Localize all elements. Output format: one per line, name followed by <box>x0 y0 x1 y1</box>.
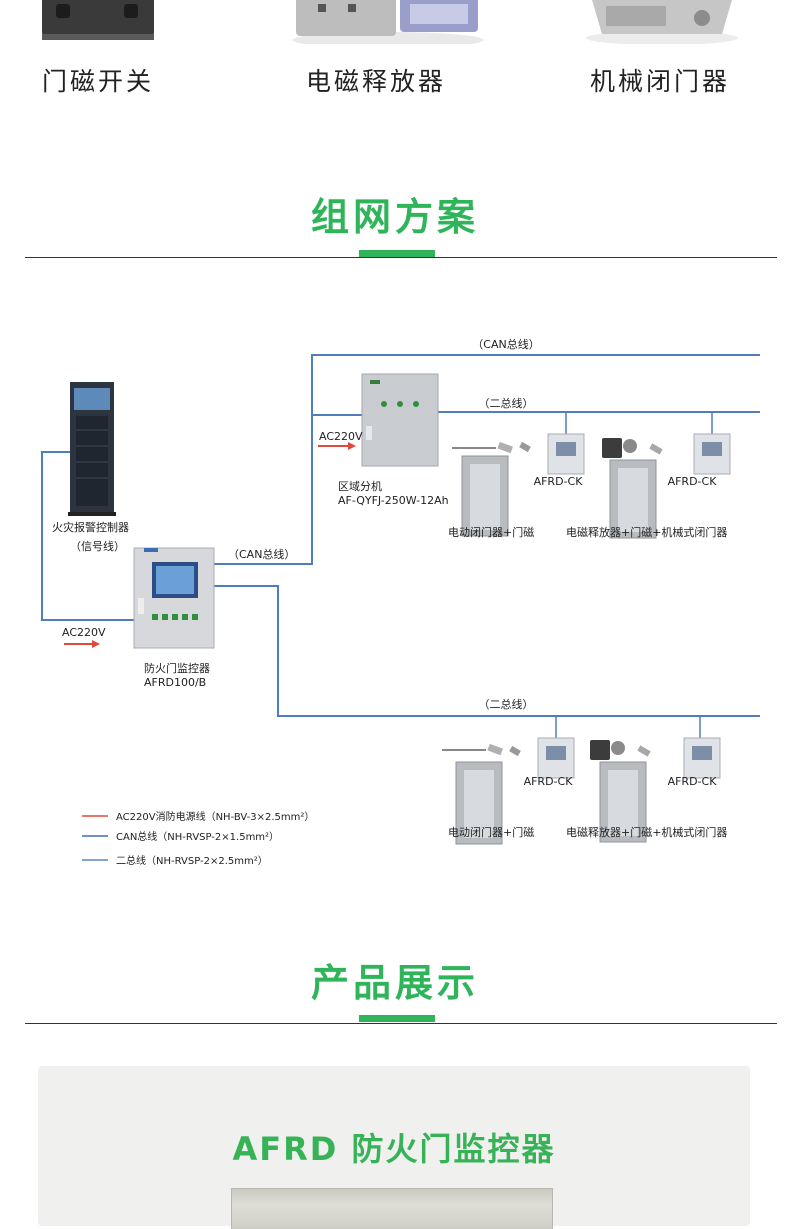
product-label-mechanical-closer: 机械闭门器 <box>590 67 731 96</box>
label-can-bus-top: （CAN总线） <box>472 337 539 351</box>
electromagnetic-release-image <box>288 0 488 44</box>
label-sub-unit-name: 区域分机 <box>338 479 382 493</box>
monitor-box <box>133 547 215 649</box>
label-door-a-top: 电动闭门器+门磁 <box>448 525 534 539</box>
label-afrd-ck-2: AFRD-CK <box>668 475 718 488</box>
section-divider-accent <box>359 250 435 257</box>
label-afrd-ck-3: AFRD-CK <box>524 775 574 788</box>
label-fire-alarm-sub: （信号线） <box>70 539 125 553</box>
label-door-b-top: 电磁释放器+门磁+机械式闭门器 <box>566 525 727 539</box>
can-bus-lines <box>41 354 760 717</box>
device-drop-lines <box>555 412 713 738</box>
ac-arrow-monitor <box>64 640 100 648</box>
door-group-a-bottom <box>442 737 575 845</box>
label-monitor-model: AFRD100/B <box>144 676 206 689</box>
door-group-a-top <box>452 433 585 537</box>
product-label-door-magnet: 门磁开关 <box>42 67 155 96</box>
label-fire-alarm-name: 火灾报警控制器 <box>52 520 129 534</box>
product-label-electromagnetic-release: 电磁释放器 <box>306 67 447 96</box>
door-group-b-top <box>602 433 731 539</box>
fire-alarm-cabinet <box>68 382 116 516</box>
door-group-b-bottom <box>590 737 721 843</box>
monitor-device-image <box>231 1188 553 1229</box>
section-title-network: 组网方案 <box>310 195 479 239</box>
product-card: AFRD 防火门监控器 <box>38 1066 750 1229</box>
network-diagram: （CAN总线） （二总线） AC220V 区域分机 AF-QYFJ-250W-1… <box>41 337 760 867</box>
legend-label-can: CAN总线（NH-RVSP-2×1.5mm²） <box>116 830 279 843</box>
label-afrd-ck-1: AFRD-CK <box>534 475 584 488</box>
mechanical-door-closer-image <box>582 0 742 44</box>
section-title-display: 产品展示 <box>310 961 479 1005</box>
legend-label-two-bus: 二总线（NH-RVSP-2×2.5mm²） <box>116 854 268 867</box>
door-magnet-switch-image <box>38 0 158 44</box>
label-ac220v-sub: AC220V <box>319 430 363 443</box>
label-door-b-bottom: 电磁释放器+门磁+机械式闭门器 <box>566 825 727 839</box>
label-monitor-name: 防火门监控器 <box>144 661 210 675</box>
product-card-title: AFRD 防火门监控器 <box>232 1130 556 1168</box>
ac-arrow-sub-unit <box>318 442 356 450</box>
label-two-bus-top: （二总线） <box>479 396 534 410</box>
label-door-a-bottom: 电动闭门器+门磁 <box>448 825 534 839</box>
section-divider <box>25 257 777 258</box>
label-sub-unit-model: AF-QYFJ-250W-12Ah <box>338 494 449 507</box>
label-two-bus-bottom: （二总线） <box>479 697 534 711</box>
legend: AC220V消防电源线（NH-BV-3×2.5mm²） CAN总线（NH-RVS… <box>82 810 314 867</box>
legend-label-ac: AC220V消防电源线（NH-BV-3×2.5mm²） <box>116 810 314 823</box>
section-divider-2 <box>25 1023 777 1024</box>
label-afrd-ck-4: AFRD-CK <box>668 775 718 788</box>
sub-unit-box <box>361 373 439 467</box>
section-divider-accent-2 <box>359 1015 435 1022</box>
label-can-bus-mid: （CAN总线） <box>228 547 295 561</box>
label-ac220v-monitor: AC220V <box>62 626 106 639</box>
